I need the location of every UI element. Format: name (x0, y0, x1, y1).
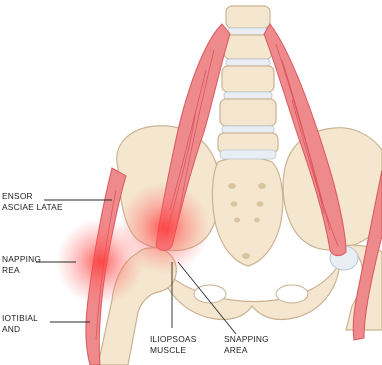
iliotibial-label-line2: AND (2, 324, 38, 335)
iliotibial-band-label: IOTIBIAL AND (2, 313, 38, 335)
snapping-lateral-line1: NAPPING (2, 254, 41, 265)
snapping-area-internal-label: SNAPPING AREA (224, 334, 269, 356)
right-obturator (276, 285, 308, 303)
iliotibial-label-line1: IOTIBIAL (2, 313, 38, 324)
tensor-label-line1: ENSOR (2, 191, 63, 202)
iliopsoas-muscle-label: ILIOPSOAS MUSCLE (150, 334, 196, 356)
iliopsoas-label-line1: ILIOPSOAS (150, 334, 196, 345)
snapping-internal-line2: AREA (224, 345, 269, 356)
tensor-label-line2: ASCIAE LATAE (2, 202, 63, 213)
tensor-fasciae-latae-label: ENSOR ASCIAE LATAE (2, 191, 63, 213)
snapping-lateral-line2: REA (2, 265, 41, 276)
sacrum (212, 158, 282, 267)
iliopsoas-label-line2: MUSCLE (150, 345, 196, 356)
snapping-internal-line1: SNAPPING (224, 334, 269, 345)
snapping-area-lateral-label: NAPPING REA (2, 254, 41, 276)
snapping-area-internal-glow (118, 182, 210, 274)
